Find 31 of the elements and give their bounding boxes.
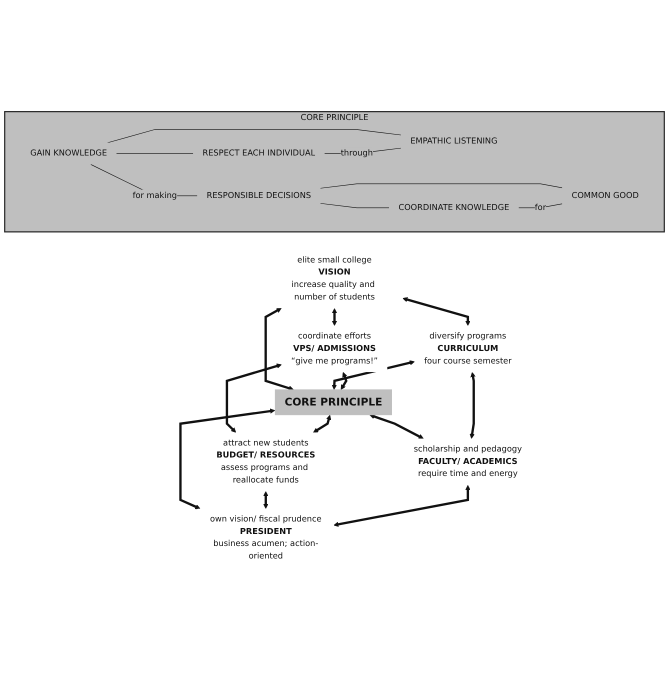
node-text: GAIN KNOWLEDGE — [30, 148, 108, 158]
arrow — [179, 408, 276, 510]
arrow — [313, 414, 332, 433]
node-text: EMPATHIC LISTENING — [410, 136, 498, 146]
arrow — [264, 308, 294, 391]
node-text: own vision/ fiscal prudence PRESIDENT business acumen; action-oriented — [210, 514, 322, 561]
arrow — [402, 297, 470, 326]
arrow — [226, 364, 282, 433]
node-text: RESPONSIBLE DECISIONS — [206, 190, 312, 200]
edge-label: for making — [132, 190, 178, 200]
connector — [107, 129, 402, 144]
arrow — [334, 484, 470, 527]
arrow — [332, 360, 415, 390]
arrow — [470, 372, 476, 439]
arrow — [332, 308, 338, 326]
connector — [116, 153, 194, 154]
node-text: attract new students BUDGET/ RESOURCES assess programs and reallocate funds — [216, 438, 316, 485]
arrow — [340, 372, 348, 390]
node-box: CORE PRINCIPLE — [274, 389, 392, 416]
edge-label: for — [534, 202, 546, 212]
node-text: elite small college VISION increase quality and number of students — [292, 255, 375, 302]
connector — [320, 183, 562, 189]
node-text: COORDINATE KNOWLEDGE — [398, 202, 510, 212]
node-text: diversify programs CURRICULUM four course semester — [424, 332, 512, 366]
arrow — [370, 414, 424, 439]
connector — [320, 203, 390, 208]
edge-label: through — [340, 148, 373, 158]
arrow — [263, 491, 268, 509]
node-text: scholarship and pedagogy FACULTY/ ACADEMICS require time and energy — [414, 444, 522, 479]
node-text: RESPECT EACH INDIVIDUAL — [202, 148, 316, 158]
node-text: COMMON GOOD — [572, 190, 639, 200]
